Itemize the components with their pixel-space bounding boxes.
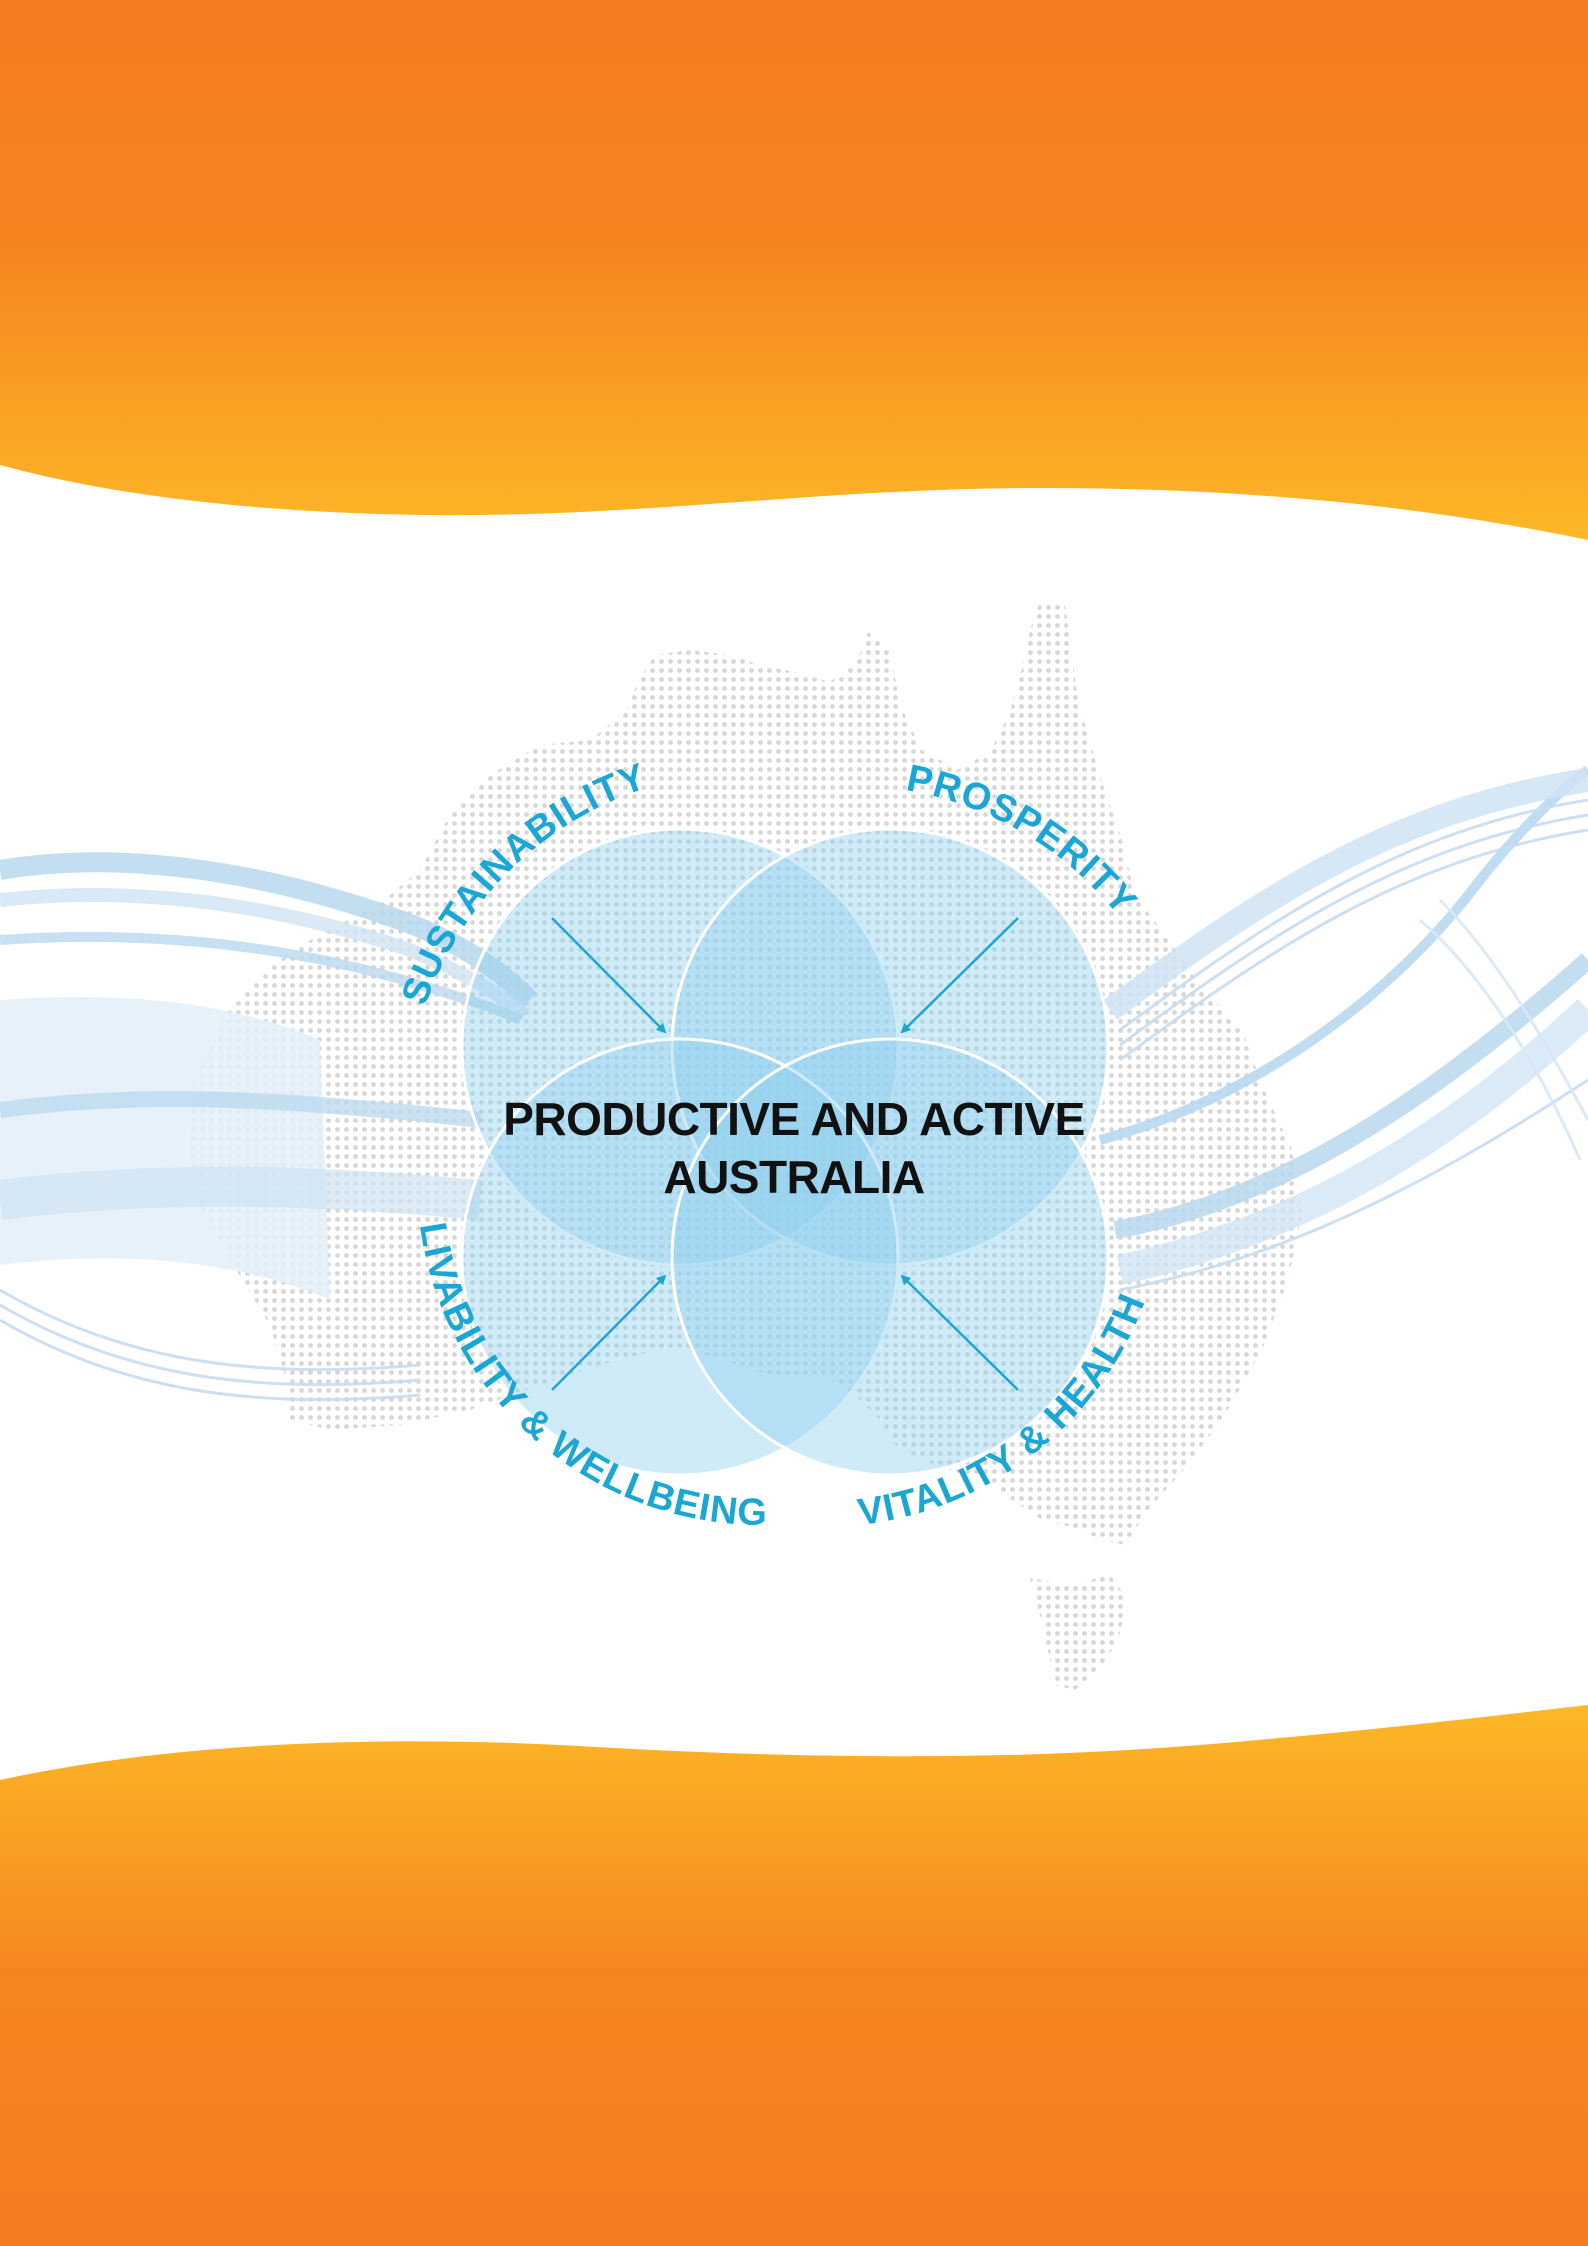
arrows bbox=[551, 917, 1019, 1391]
blue-ribbon-wave-icon bbox=[0, 765, 1588, 1402]
central-title-line2: AUSTRALIA bbox=[663, 1151, 925, 1203]
central-title-line1: PRODUCTIVE AND ACTIVE bbox=[503, 1093, 1085, 1145]
arrow-bottom-left bbox=[551, 1274, 667, 1391]
top-orange-wave bbox=[0, 0, 1588, 540]
circle-livability-wellbeing bbox=[460, 1037, 900, 1477]
arrow-top-left bbox=[551, 917, 667, 1034]
bottom-orange-wave bbox=[0, 1705, 1588, 2246]
arrow-bottom-right bbox=[900, 1274, 1019, 1391]
circle-vitality-health bbox=[670, 1037, 1110, 1477]
australia-dotted-map-icon bbox=[188, 600, 1302, 1690]
arrow-top-right bbox=[900, 917, 1019, 1034]
central-title: PRODUCTIVE AND ACTIVE AUSTRALIA bbox=[474, 1090, 1114, 1206]
